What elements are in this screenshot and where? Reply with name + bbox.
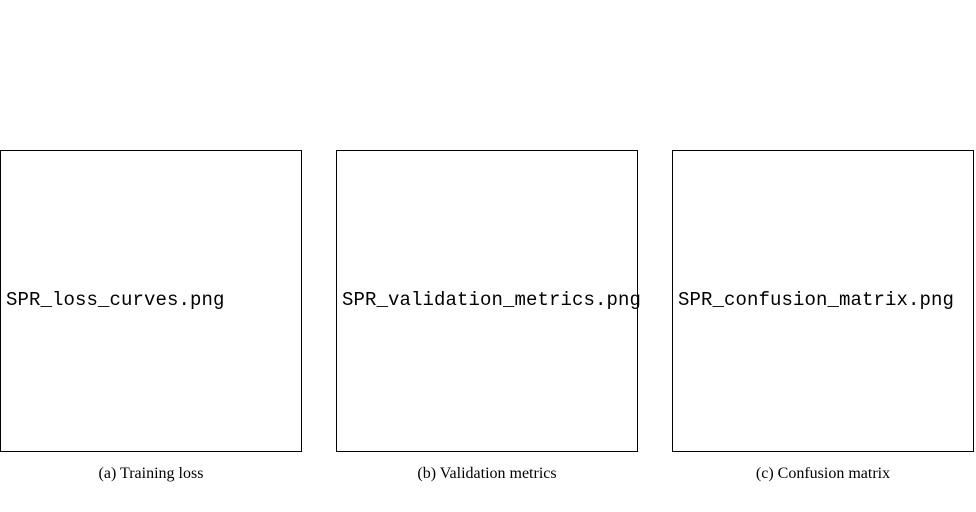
- image-filename-label: SPR_loss_curves.png: [6, 289, 225, 311]
- subfigure-caption: (a) Training loss: [98, 465, 204, 482]
- image-placeholder-box: SPR_loss_curves.png: [0, 150, 302, 452]
- image-filename-label: SPR_validation_metrics.png: [342, 289, 642, 311]
- image-filename-label: SPR_confusion_matrix.png: [678, 289, 955, 311]
- subfigure-caption: (b) Validation metrics: [417, 465, 557, 482]
- subfigure-caption: (c) Confusion matrix: [755, 465, 891, 482]
- image-placeholder-box: SPR_validation_metrics.png: [336, 150, 642, 452]
- cut-off-body-text: [0, 505, 976, 512]
- image-placeholder-box: SPR_confusion_matrix.png: [672, 150, 974, 452]
- subfigure-validation-metrics: SPR_validation_metrics.png (b) Validatio…: [336, 150, 642, 482]
- subfigure-training-loss: SPR_loss_curves.png (a) Training loss: [0, 150, 302, 482]
- subfigure-confusion-matrix: SPR_confusion_matrix.png (c) Confusion m…: [672, 150, 974, 482]
